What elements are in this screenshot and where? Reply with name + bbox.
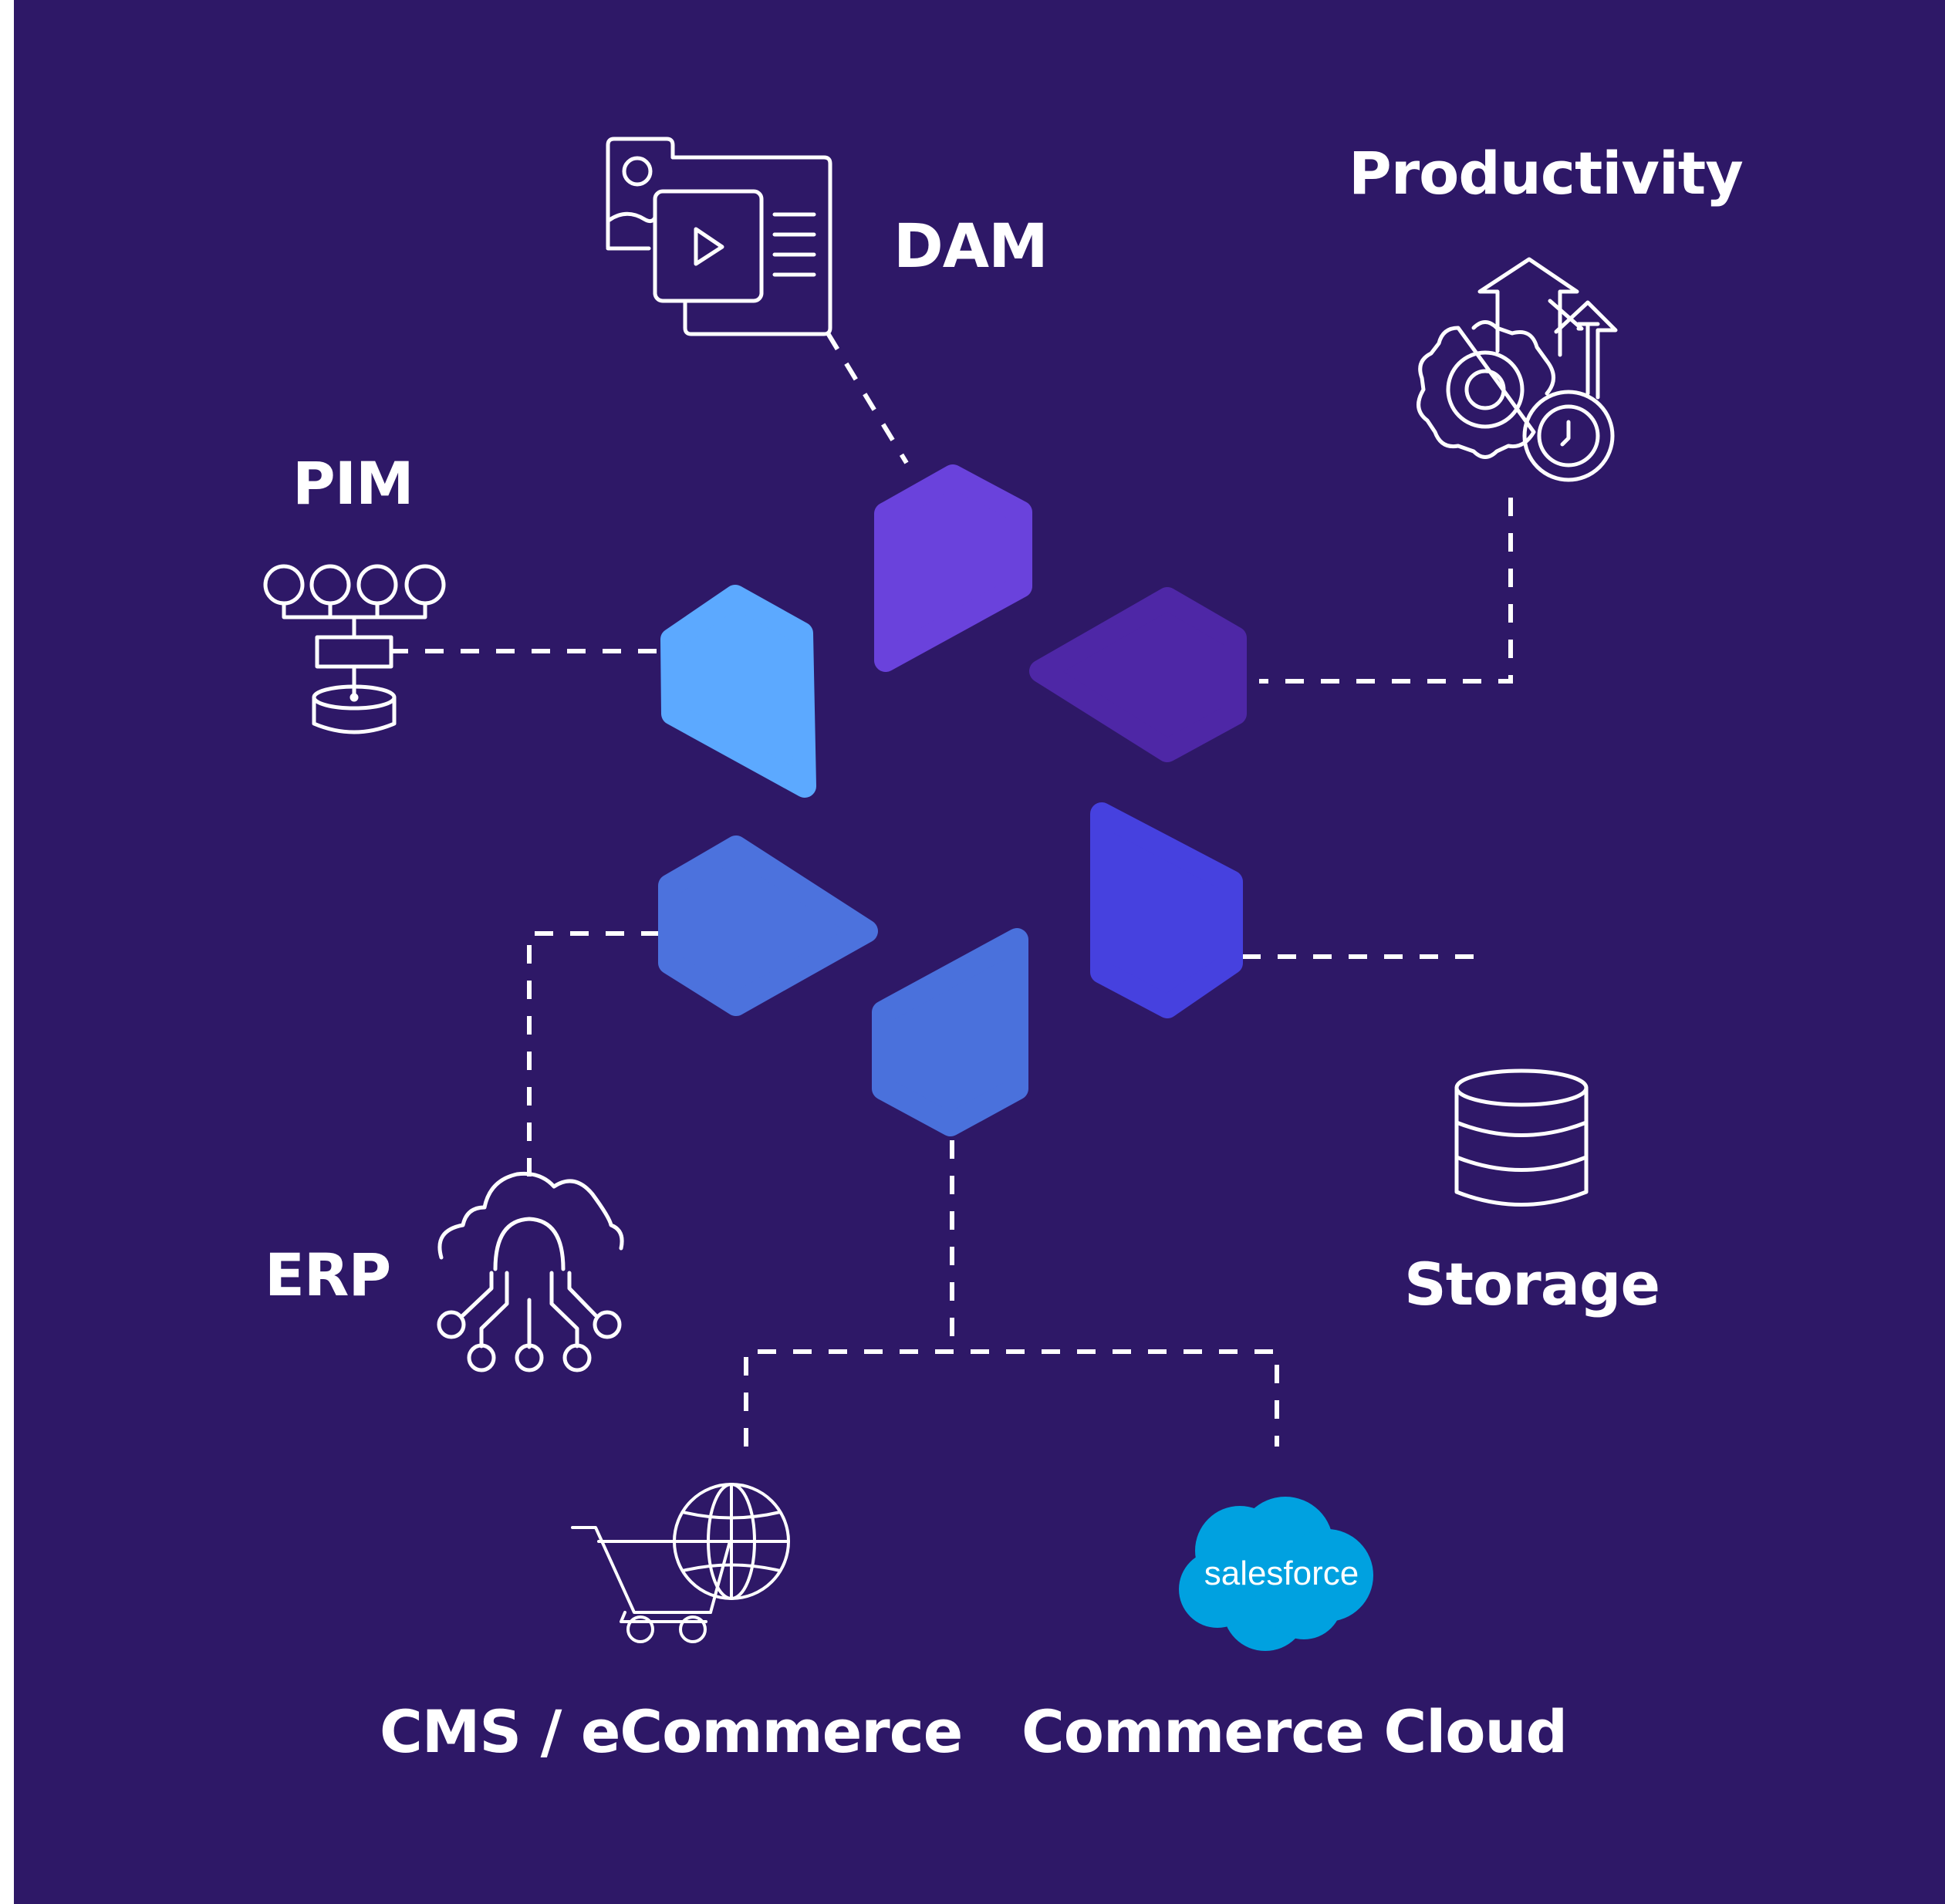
gear-growth-clock-icon: [1417, 257, 1618, 482]
label-commerce-cloud: Commerce Cloud: [1021, 1697, 1568, 1766]
label-erp: ERP: [265, 1241, 391, 1309]
label-dam: DAM: [893, 212, 1048, 282]
cloud-network-icon: [437, 1171, 624, 1372]
database-stack-icon: [1454, 1068, 1589, 1207]
hierarchy-database-icon: [263, 564, 446, 734]
label-pim: PIM: [292, 449, 414, 518]
label-cms-ecommerce: CMS / eCommerce: [380, 1697, 963, 1766]
logo-tile-top-right: [1029, 587, 1247, 762]
label-storage: Storage: [1404, 1250, 1660, 1318]
logo-tile-right: [1090, 802, 1243, 1018]
media-files-icon: [606, 137, 832, 336]
connectors: [390, 332, 1513, 1447]
logo-tile-top: [874, 464, 1032, 672]
connector-dam: [826, 332, 909, 464]
central-logo: [658, 464, 1247, 1136]
logo-tile-bottom: [872, 928, 1028, 1136]
cart-globe-icon: [571, 1483, 790, 1643]
connector-productivity: [1259, 498, 1513, 684]
connector-branch: [744, 1349, 1279, 1447]
salesforce-logo: salesforce: [1179, 1497, 1373, 1651]
label-productivity: Productivity: [1349, 139, 1744, 208]
salesforce-logo-text: salesforce: [1204, 1555, 1359, 1592]
logo-tile-bottom-left: [658, 836, 878, 1016]
connector-erp: [527, 931, 660, 1176]
logo-tile-left: [660, 585, 816, 798]
